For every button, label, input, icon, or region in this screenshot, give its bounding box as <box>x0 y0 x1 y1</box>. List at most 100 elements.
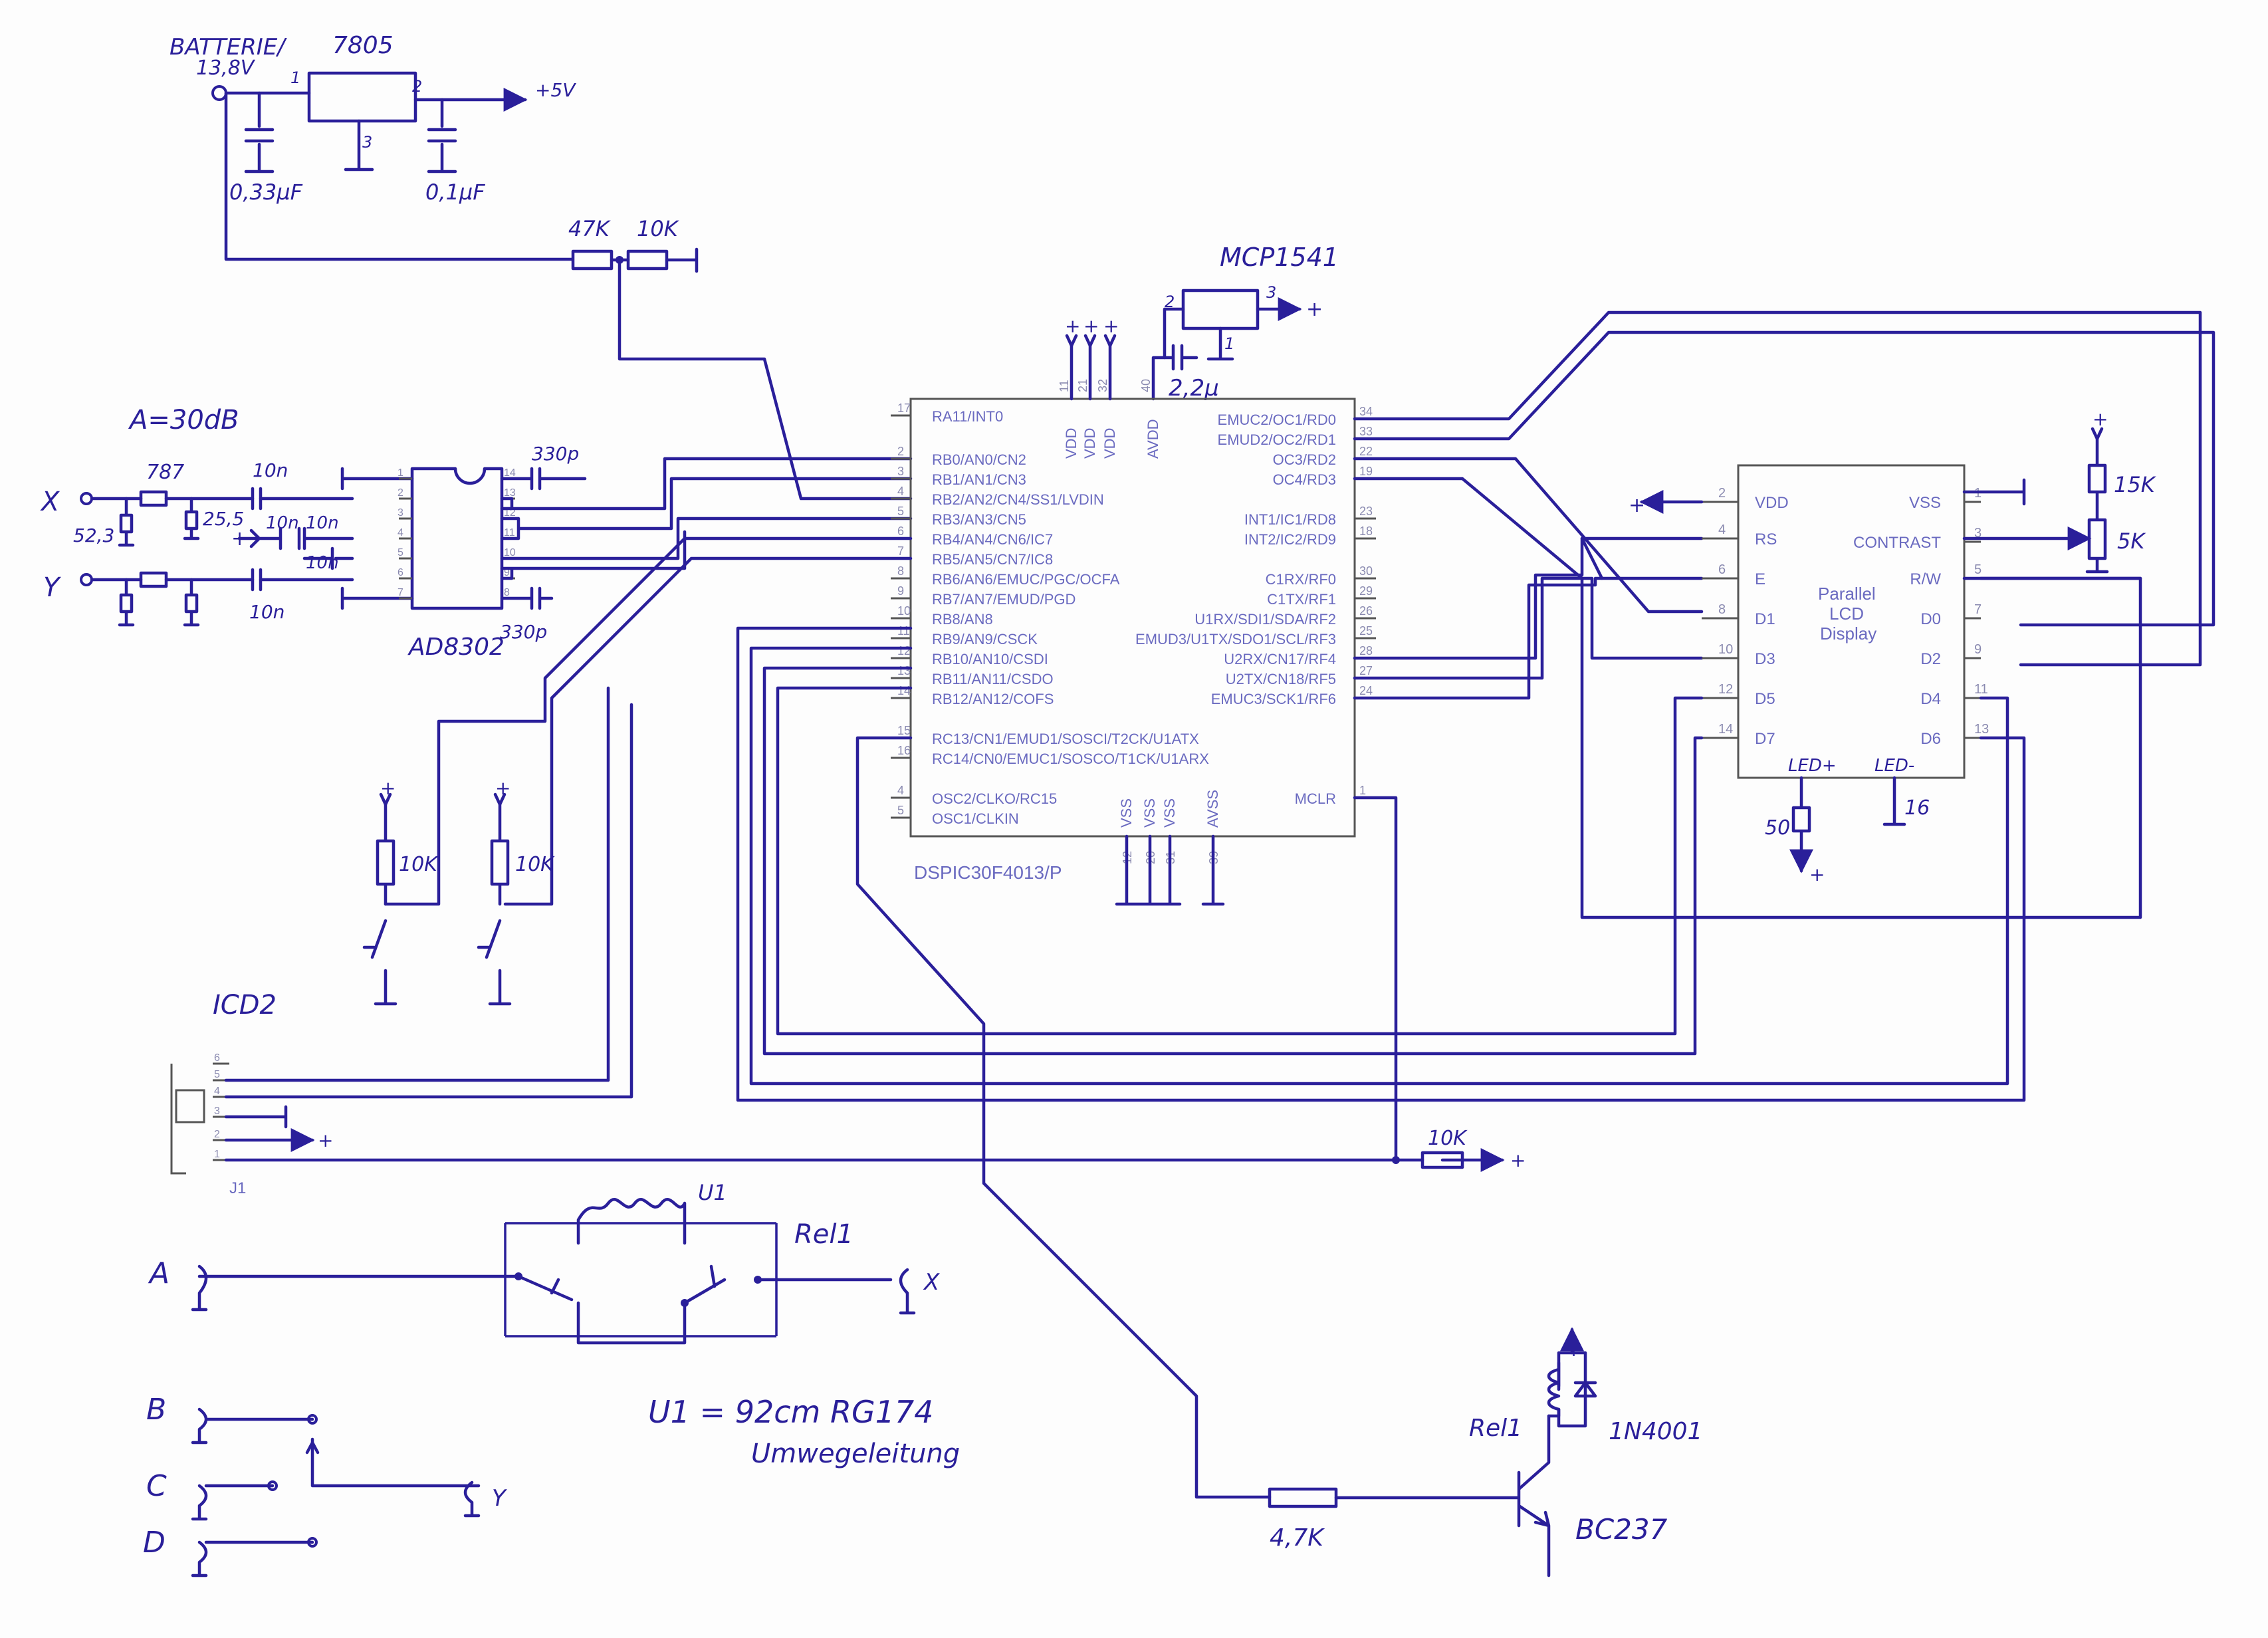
amp-pin-number: 5 <box>397 547 403 558</box>
wire-d6 <box>736 626 2026 1102</box>
regulator-7805 <box>307 71 417 123</box>
base-resistor <box>1268 1487 1338 1508</box>
switch-contact-c <box>267 1480 278 1491</box>
mcu-pin-number: 25 <box>1359 624 1373 638</box>
jack-x-out-label: X <box>923 1269 940 1296</box>
mcp-cap-label: 2,2µ <box>1169 375 1219 402</box>
button1[interactable] <box>370 802 397 1006</box>
battery-sense-wire <box>224 91 574 261</box>
plus-symbol: + <box>318 1129 333 1151</box>
resistor-787-x <box>139 490 168 507</box>
plus-symbol: + <box>1083 315 1099 337</box>
delay-note: U1 = 92cm RG174 <box>648 1394 933 1430</box>
mcu-pin-number: 26 <box>1359 604 1373 618</box>
mcu-pin-number: 2 <box>897 445 904 458</box>
mclr-wire <box>1353 796 1398 1162</box>
pin-label: 3 <box>362 133 372 152</box>
shunt-255-x <box>183 497 200 540</box>
mcu-pin-label: OC3/RD2 <box>1273 451 1336 468</box>
wire-rf6 <box>1353 576 1704 700</box>
mcu-label: DSPIC30F4013/P <box>914 862 1062 883</box>
amp-pin-number: 4 <box>397 527 403 538</box>
mcu-pin-number: 1 <box>1359 784 1366 797</box>
wire-rf5 <box>1353 576 1704 680</box>
lcd-title-1: Parallel <box>1818 584 1876 604</box>
lcd-pin-number: 5 <box>1974 562 1982 577</box>
selector-switch[interactable] <box>305 1437 481 1488</box>
mcu-pin-number: 33 <box>1359 425 1373 438</box>
mcu-pin-label: C1RX/RF0 <box>1266 571 1336 588</box>
lcd-pin-number: 14 <box>1718 722 1733 737</box>
jack-y-out <box>463 1480 481 1518</box>
diode-label: 1N4001 <box>1609 1418 1702 1445</box>
cap-top-label: 330p <box>532 443 579 465</box>
pot-r1-label: 15K <box>2114 472 2157 497</box>
mcu-pin-label: RB0/AN0/CN2 <box>932 451 1026 468</box>
lcd-pin-number: 4 <box>1718 523 1726 537</box>
lcd-pin-label: D6 <box>1920 730 1941 748</box>
battery-terminal <box>211 85 227 101</box>
mcu-pin-number: 40 <box>1139 379 1153 392</box>
plus-symbol: + <box>1565 1338 1582 1361</box>
led-minus-label: LED- <box>1874 756 1914 776</box>
mcu-pin-label: OC4/RD3 <box>1273 471 1336 488</box>
lcd-pin-label: RS <box>1755 530 1777 548</box>
mcu-pin-number: 27 <box>1359 664 1373 677</box>
lcd-pin-label: D7 <box>1755 730 1775 748</box>
pin-label: 1 <box>1224 334 1234 353</box>
jack-a <box>191 1264 208 1312</box>
plus-symbol: + <box>1510 1149 1526 1171</box>
input-x-label: X <box>40 487 60 517</box>
icd-pin-number: 4 <box>214 1086 220 1097</box>
cap-label: 10n <box>266 513 299 533</box>
lcd-pin-number: 2 <box>1718 486 1726 501</box>
mcu-pin-number: 16 <box>897 744 911 757</box>
mcu-pin-number: 14 <box>897 684 911 697</box>
pin-label: 3 <box>1266 283 1276 302</box>
led-resistor <box>1793 776 1809 871</box>
mcu-pin-number: 11 <box>1058 380 1071 392</box>
mcu-pin-number: 24 <box>1359 684 1373 697</box>
jack-b <box>191 1407 314 1445</box>
button2[interactable] <box>485 802 512 1006</box>
lcd-title-3: Display <box>1820 624 1876 644</box>
resistor-10k <box>626 249 669 271</box>
mcu-pin-label: VSS <box>1141 798 1158 828</box>
plus-symbol: + <box>380 777 396 799</box>
jack-a-label: A <box>148 1256 170 1290</box>
mcu-pin-label: RB11/AN11/CSDO <box>932 671 1054 687</box>
jack-frame <box>170 1064 186 1175</box>
mclr-pullup <box>1420 1151 1464 1169</box>
delay-coil <box>516 1198 687 1302</box>
mcu-pin-number: 13 <box>897 664 911 677</box>
button1-supply <box>379 792 392 806</box>
pin16-label: 16 <box>1904 796 1930 820</box>
mcu-pin-label: RB2/AN2/CN4/SS1/LVDIN <box>932 491 1104 508</box>
relay-contact <box>681 1299 689 1307</box>
icd-gnd <box>224 1105 288 1129</box>
mcu-pin-label: C1TX/RF1 <box>1267 591 1336 608</box>
plus-symbol: + <box>1065 315 1080 337</box>
button2-supply <box>493 792 507 806</box>
mcu-pin-label: RB6/AN6/EMUC/PGC/OCFA <box>932 571 1120 588</box>
button1-res-label: 10K <box>399 853 439 876</box>
mcu-pin-label: EMUD2/OC2/RD1 <box>1218 431 1336 448</box>
icd-label: ICD2 <box>213 990 277 1020</box>
mcu-pin-label: AVDD <box>1145 419 1161 459</box>
shunt-255-y <box>183 578 200 627</box>
mcu-pin-number: 3 <box>897 465 904 478</box>
coil-label: Rel1 <box>1469 1415 1522 1442</box>
cap-to-chip <box>259 497 354 582</box>
plus-symbol: + <box>1103 315 1119 337</box>
mcu-pin-label: AVSS <box>1204 790 1221 828</box>
battery-voltage: 13,8V <box>196 57 256 80</box>
mcu-pin-number: 32 <box>1096 379 1109 392</box>
mcu-pin-label: VDD <box>1081 428 1098 459</box>
amp-out1 <box>500 457 913 511</box>
mcu-pin-label: U2TX/CN18/RF5 <box>1226 671 1336 687</box>
cap-in-label: 0,33µF <box>229 179 303 205</box>
cap-out-label: 0,1µF <box>425 179 485 205</box>
